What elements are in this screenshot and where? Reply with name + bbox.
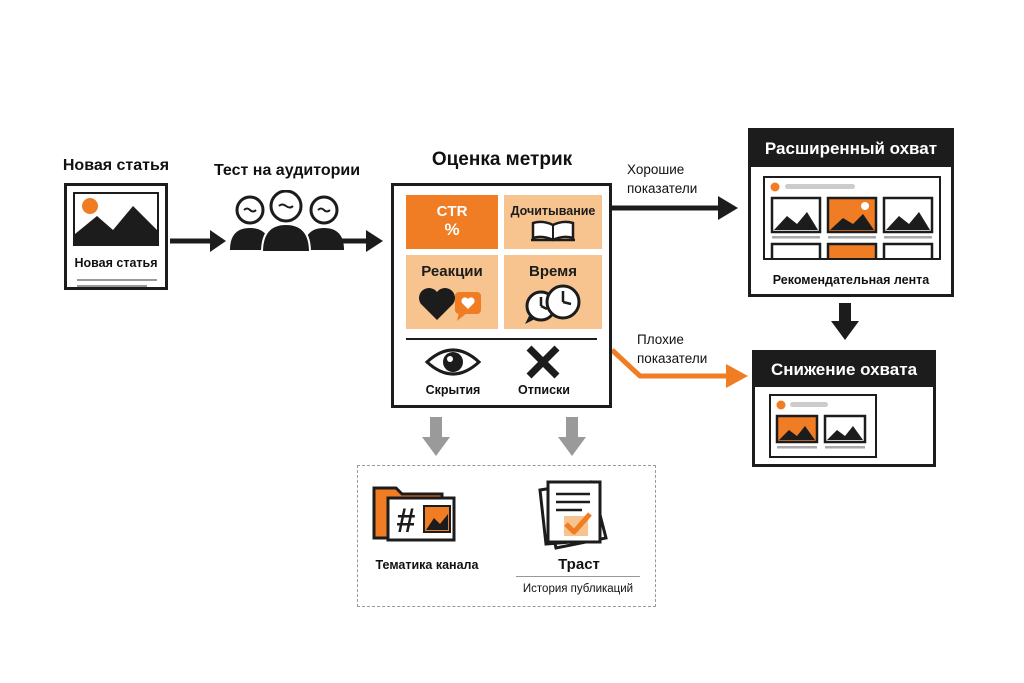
- bad-metrics-line1: Плохие: [637, 332, 684, 347]
- good-metrics-label: Хорошие показатели: [627, 160, 697, 198]
- arrow-audience-to-metrics: [342, 230, 383, 252]
- arrow-to-trust: [558, 417, 586, 456]
- arrow-good-metrics: [612, 196, 738, 220]
- tile-read-through: Дочитывание: [504, 195, 602, 249]
- article-text-lines: [77, 279, 157, 287]
- reduced-reach-title: Снижение охвата: [755, 353, 933, 387]
- good-metrics-line1: Хорошие: [627, 162, 685, 177]
- hides-label: Скрытия: [425, 383, 481, 397]
- arrow-article-to-audience: [170, 230, 226, 252]
- hashtag-folder-icon: #: [372, 486, 456, 542]
- publication-history-label: История публикаций: [522, 583, 634, 595]
- reduced-feed-card-icon: [769, 394, 877, 458]
- audience-test-title: Тест на аудитории: [213, 162, 361, 179]
- cross-icon: [526, 345, 560, 379]
- metrics-box: CTR % Дочитывание Реакции Время: [391, 183, 612, 408]
- metrics-divider: [406, 338, 597, 340]
- feed-card-icon: [763, 176, 941, 260]
- metrics-title: Оценка метрик: [431, 149, 573, 170]
- channel-topic-label: Тематика канала: [375, 558, 479, 572]
- svg-text:#: #: [397, 502, 416, 540]
- image-icon: [73, 192, 159, 246]
- bad-metrics-line2: показатели: [637, 351, 708, 366]
- ctr-label: CTR: [436, 203, 468, 220]
- tile-time: Время: [504, 255, 602, 329]
- clock-icon: [525, 284, 581, 324]
- tile-ctr: CTR %: [406, 195, 498, 249]
- arrow-bad-metrics: [610, 348, 748, 388]
- ctr-unit: %: [444, 220, 460, 239]
- time-label: Время: [529, 263, 577, 280]
- arrow-extended-to-reduced: [831, 303, 859, 340]
- heart-icon: [419, 288, 481, 321]
- new-article-title: Новая статья: [62, 157, 170, 174]
- arrow-to-channel-topic: [422, 417, 450, 456]
- tile-reactions: Реакции: [406, 255, 498, 329]
- article-caption: Новая статья: [74, 256, 158, 270]
- unsubscribes-label: Отписки: [518, 383, 570, 397]
- trust-label: Траст: [558, 556, 600, 573]
- extended-reach-title: Расширенный охват: [751, 131, 951, 167]
- reactions-label: Реакции: [421, 263, 483, 280]
- reduced-reach-box: Снижение охвата: [752, 350, 936, 467]
- article-card: Новая статья: [64, 183, 168, 290]
- recommendation-feed-label: Рекомендательная лента: [772, 273, 930, 287]
- audience-icon: [228, 189, 348, 257]
- book-icon: [531, 220, 575, 242]
- read-through-label: Дочитывание: [510, 204, 596, 218]
- trust-divider: [516, 576, 640, 577]
- eye-icon: [424, 348, 482, 376]
- document-check-icon: [538, 480, 608, 550]
- factors-box: # Тематика канала Траст История публикац…: [357, 465, 656, 607]
- extended-reach-box: Расширенный охват Рек: [748, 128, 954, 297]
- good-metrics-line2: показатели: [627, 181, 698, 196]
- bad-metrics-label: Плохие показатели: [637, 330, 707, 368]
